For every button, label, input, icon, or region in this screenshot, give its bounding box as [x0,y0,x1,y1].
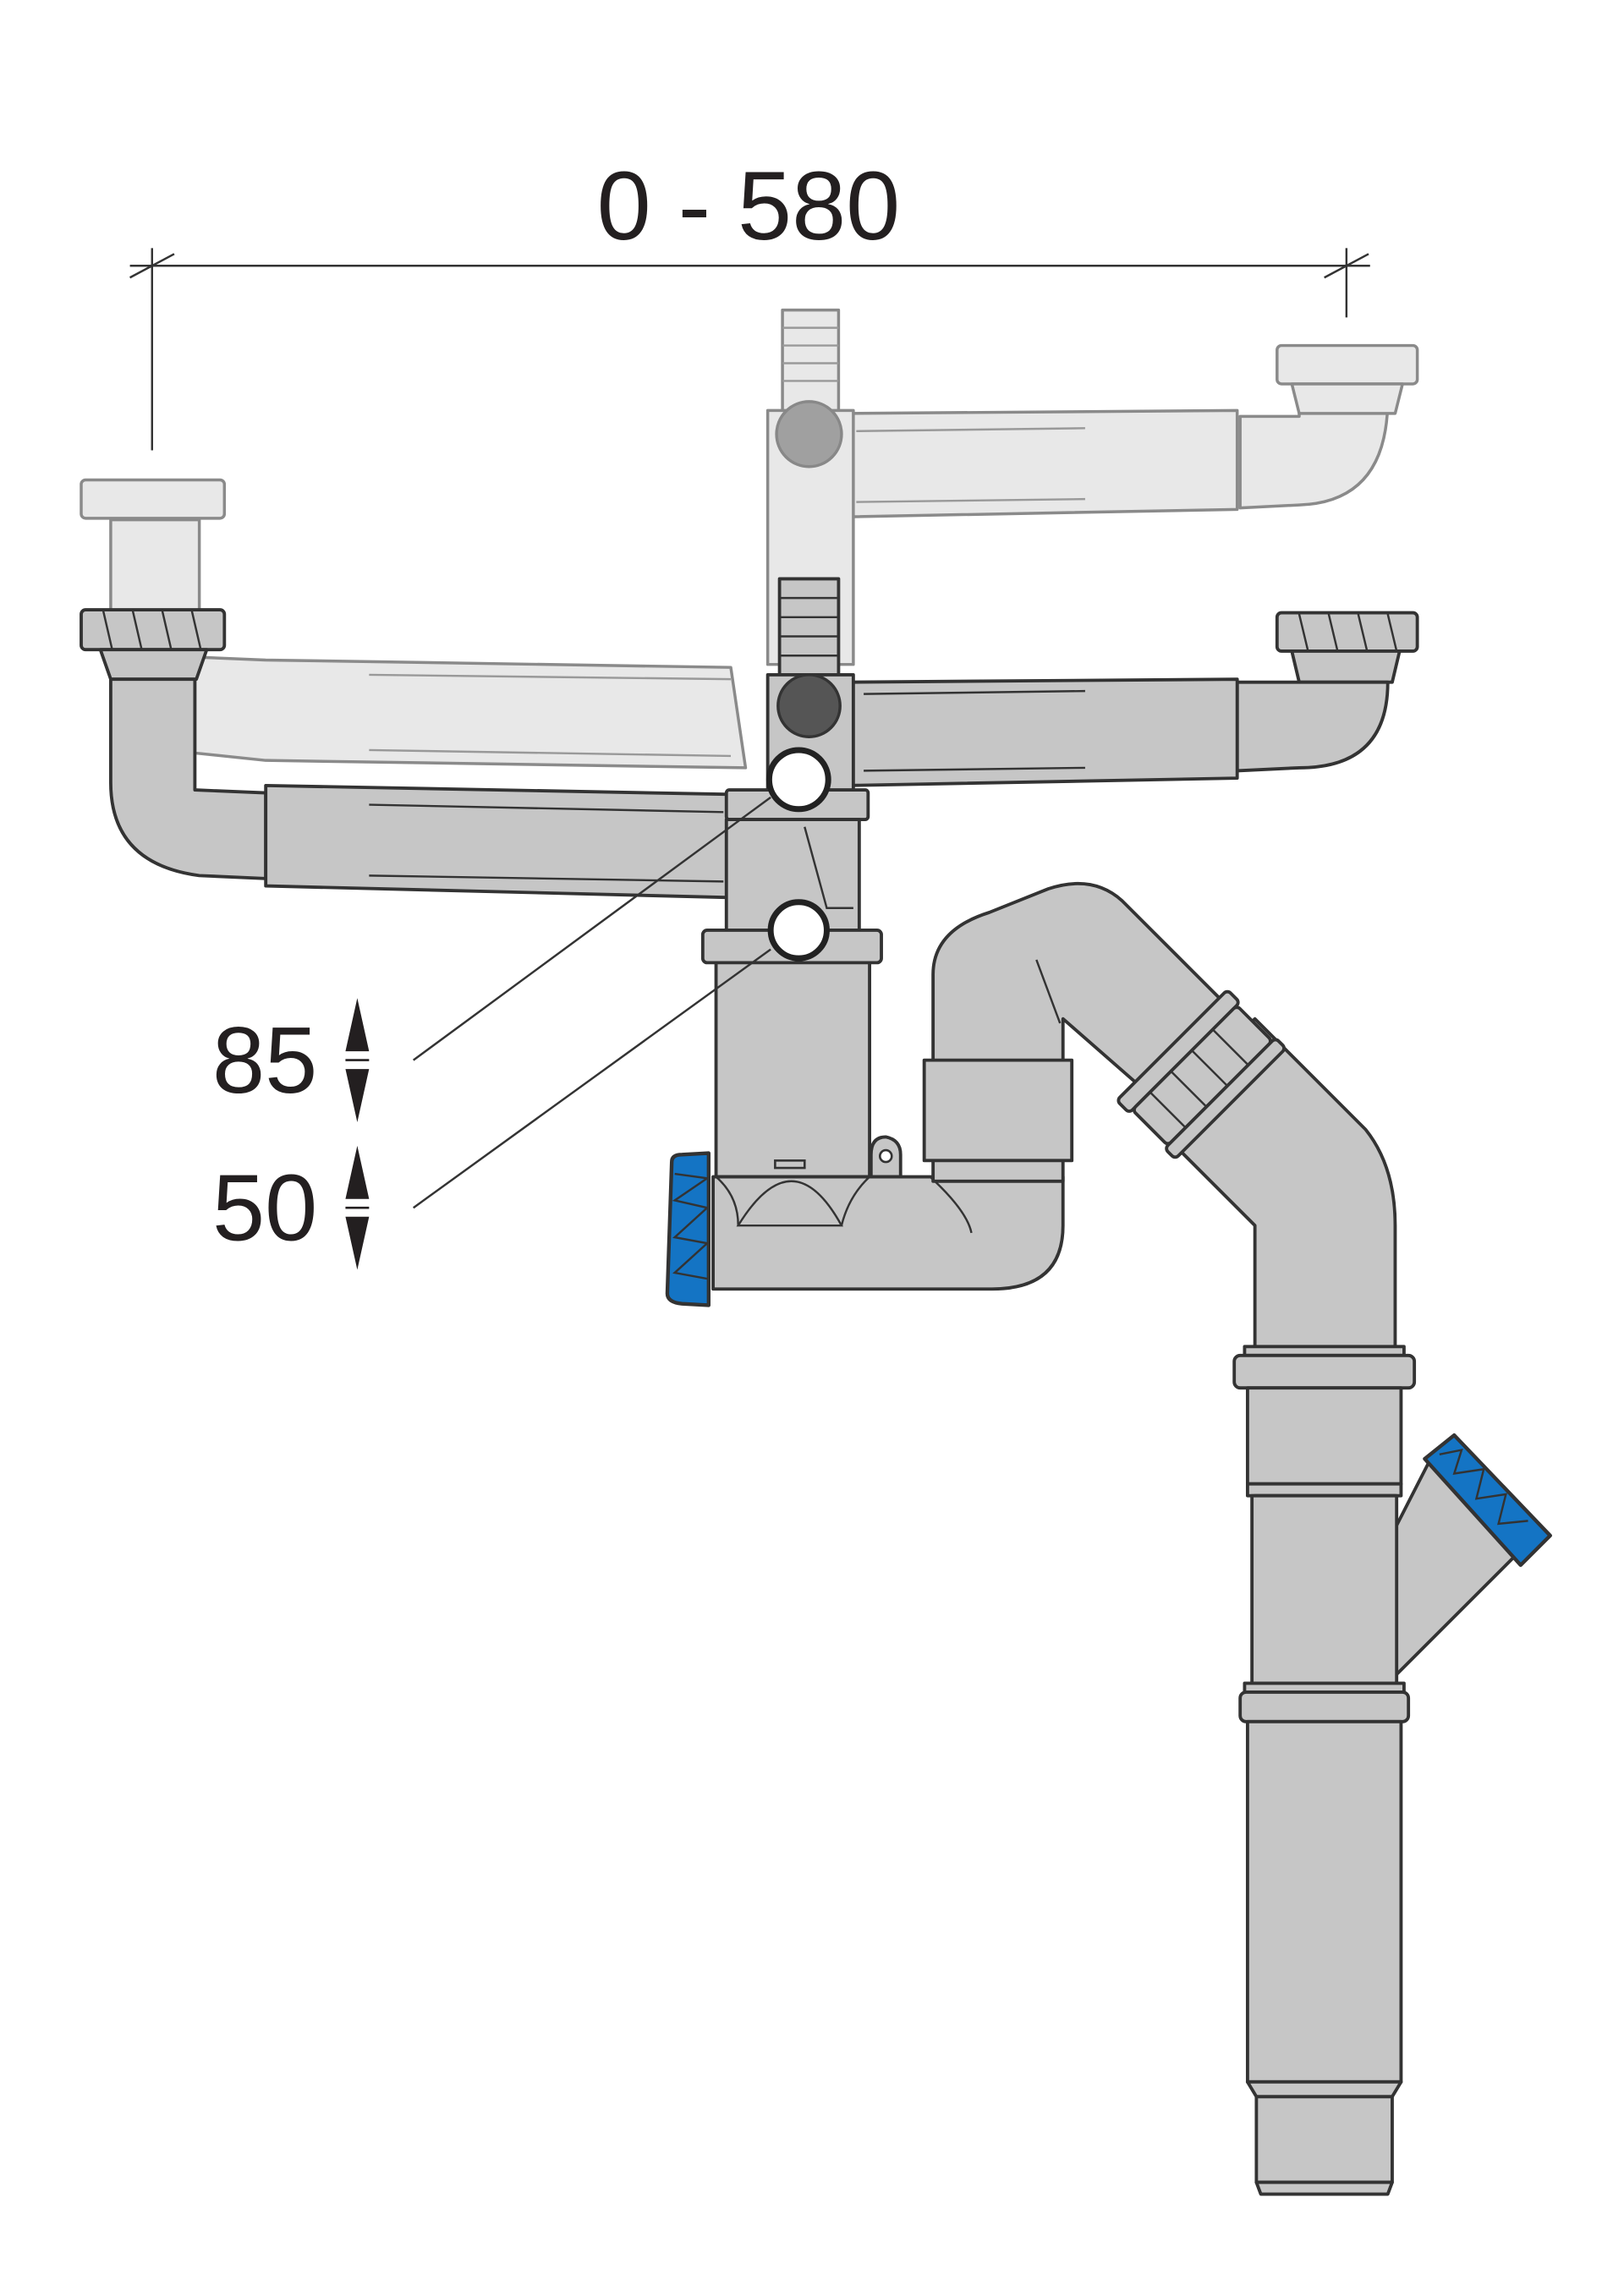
up-down-arrow-icon [345,998,370,1122]
width-range-label: 0 - 580 [597,152,901,260]
bottle-trap [665,882,1397,1353]
left-basin-strainer [80,608,754,900]
height-85-label-group: 85 [212,998,370,1122]
width-dimension: 0 - 580 [129,152,1370,451]
height-85-label: 85 [212,1007,317,1113]
upper-outlet-marker [765,747,831,813]
trap-cleanout-cap [665,1151,710,1307]
height-50-label-group: 50 [212,1145,370,1270]
up-down-arrow-icon [345,1145,370,1270]
right-basin-strainer [847,611,1419,787]
outlet-pipe [1232,1345,1552,2196]
height-50-label: 50 [212,1155,317,1261]
lower-outlet-marker [767,899,830,962]
